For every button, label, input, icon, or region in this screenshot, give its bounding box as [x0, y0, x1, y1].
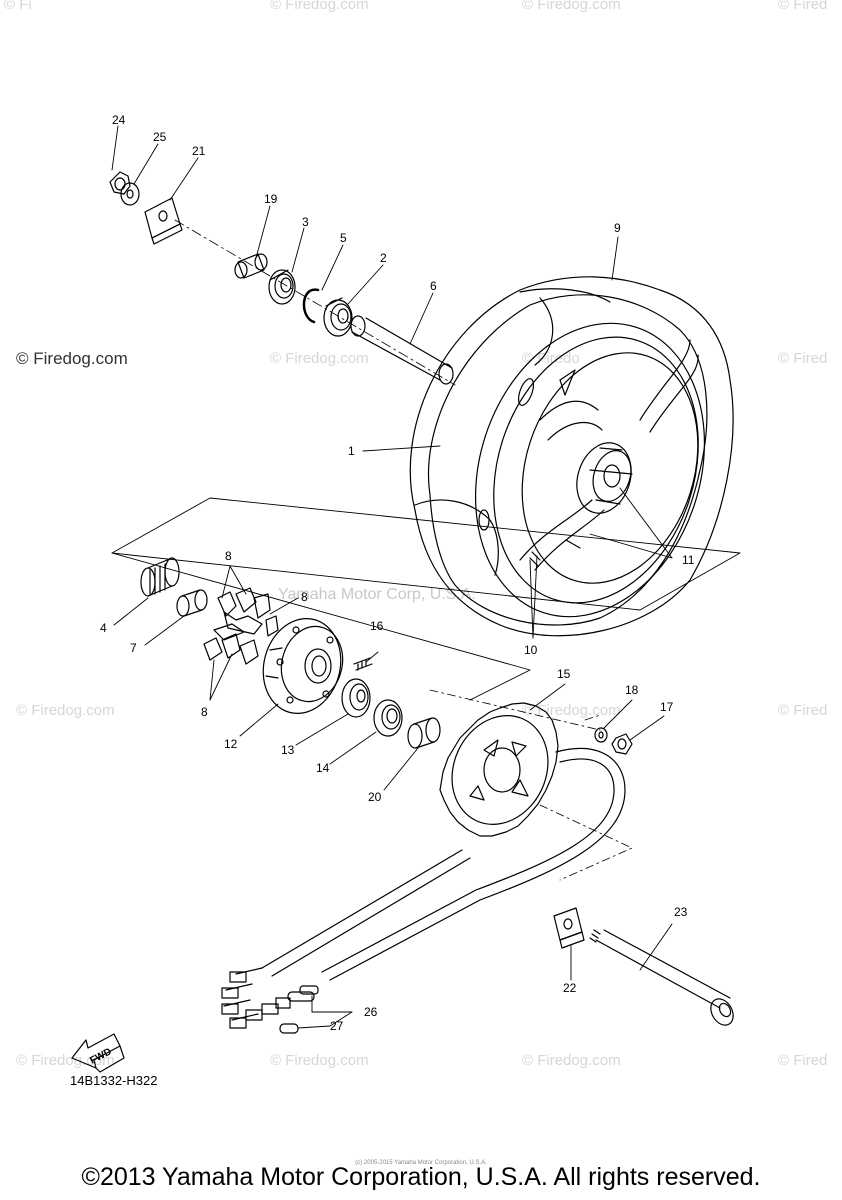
- watermark: © Fired: [778, 350, 828, 367]
- collar-19: [234, 253, 268, 279]
- callout-27: 27: [330, 1019, 344, 1033]
- callout-20: 20: [368, 790, 382, 804]
- nut-24: [109, 171, 131, 195]
- drive-chain-26: [221, 747, 626, 1034]
- watermark: © Fired: [778, 1052, 828, 1069]
- callout-5: 5: [340, 231, 347, 245]
- bearing-4: [140, 557, 180, 597]
- fwd-arrow-icon: [71, 1033, 125, 1073]
- watermark: © Firedog.com: [522, 0, 621, 13]
- callout-26: 26: [364, 1005, 378, 1019]
- oil-seal-14: [373, 699, 403, 737]
- leader-lines: [111, 125, 673, 1029]
- spacer-6: [350, 315, 454, 385]
- circlip-5: [302, 288, 320, 324]
- damper-8-upper: [217, 587, 279, 637]
- watermark-corner: © Firedog.com: [16, 349, 128, 368]
- callout-16: 16: [370, 619, 384, 633]
- watermark: © Fi: [4, 0, 32, 13]
- fine-print: (c) 2005-2015 Yamaha Motor Corporation, …: [355, 1160, 487, 1166]
- callout-18: 18: [625, 683, 639, 697]
- callout-4: 4: [100, 621, 107, 635]
- watermark: © Firedog.com: [270, 0, 369, 13]
- callout-14: 14: [316, 761, 330, 775]
- washer-25: [120, 182, 140, 206]
- fwd-label: FWD: [88, 1046, 113, 1066]
- callout-25: 25: [153, 130, 167, 144]
- watermark: © Firedog.com: [270, 350, 369, 367]
- collar-7: [176, 589, 208, 617]
- watermark: © Fired: [778, 0, 828, 13]
- oil-seal-3: [268, 269, 296, 305]
- callout-19: 19: [264, 192, 278, 206]
- diagram-code: 14B1332-H322: [70, 1073, 158, 1088]
- watermark: © Firedog.com: [522, 702, 621, 719]
- bearing-13: [341, 678, 371, 718]
- washer-18: [594, 727, 608, 743]
- damper-8-lower: [203, 623, 259, 665]
- bearing-2: [323, 297, 353, 337]
- watermark: © Firedog.com: [16, 1052, 115, 1069]
- callout-17: 17: [660, 700, 674, 714]
- adjuster-plate-21: [144, 197, 183, 245]
- rear-wheel-1: [409, 276, 734, 637]
- callout-12: 12: [224, 737, 238, 751]
- watermark: © Firedog.com: [522, 1052, 621, 1069]
- callout-15: 15: [557, 667, 571, 681]
- callout-9: 9: [614, 221, 621, 235]
- stud-bolt-16: [353, 657, 373, 671]
- wheel-axle-23: [589, 929, 734, 1026]
- callout-6: 6: [430, 279, 437, 293]
- watermark: © Fired: [778, 702, 828, 719]
- callout-1: 1: [348, 444, 355, 458]
- callout-13: 13: [281, 743, 295, 757]
- collar-20: [407, 717, 441, 749]
- clutch-hub-12: [262, 618, 344, 714]
- watermark-yamaha: Yamaha Motor Corp, U.S.A.: [278, 586, 476, 603]
- callout-8: 8: [201, 705, 208, 719]
- copyright-notice: ©2013 Yamaha Motor Corporation, U.S.A. A…: [81, 1163, 761, 1191]
- nut-17: [611, 733, 633, 755]
- callout-3: 3: [302, 215, 309, 229]
- callout-8: 8: [225, 549, 232, 563]
- callout-24: 24: [112, 113, 126, 127]
- callout-22: 22: [563, 981, 577, 995]
- callout-8: 8: [301, 590, 308, 604]
- watermark: © Firedog.com: [16, 702, 115, 719]
- callout-23: 23: [674, 905, 688, 919]
- callout-2: 2: [380, 251, 387, 265]
- sprocket-15: [439, 702, 559, 837]
- callout-10: 10: [524, 643, 538, 657]
- watermark: © Firedog.com: [270, 1052, 369, 1069]
- callout-21: 21: [192, 144, 206, 158]
- adjuster-plate-22: [553, 907, 585, 949]
- callout-7: 7: [130, 641, 137, 655]
- callout-labels: 24 25 21 19 3 5 2 6 9 1 11 10 8 8 8 4 7 …: [88, 113, 695, 1067]
- callout-11: 11: [682, 553, 695, 567]
